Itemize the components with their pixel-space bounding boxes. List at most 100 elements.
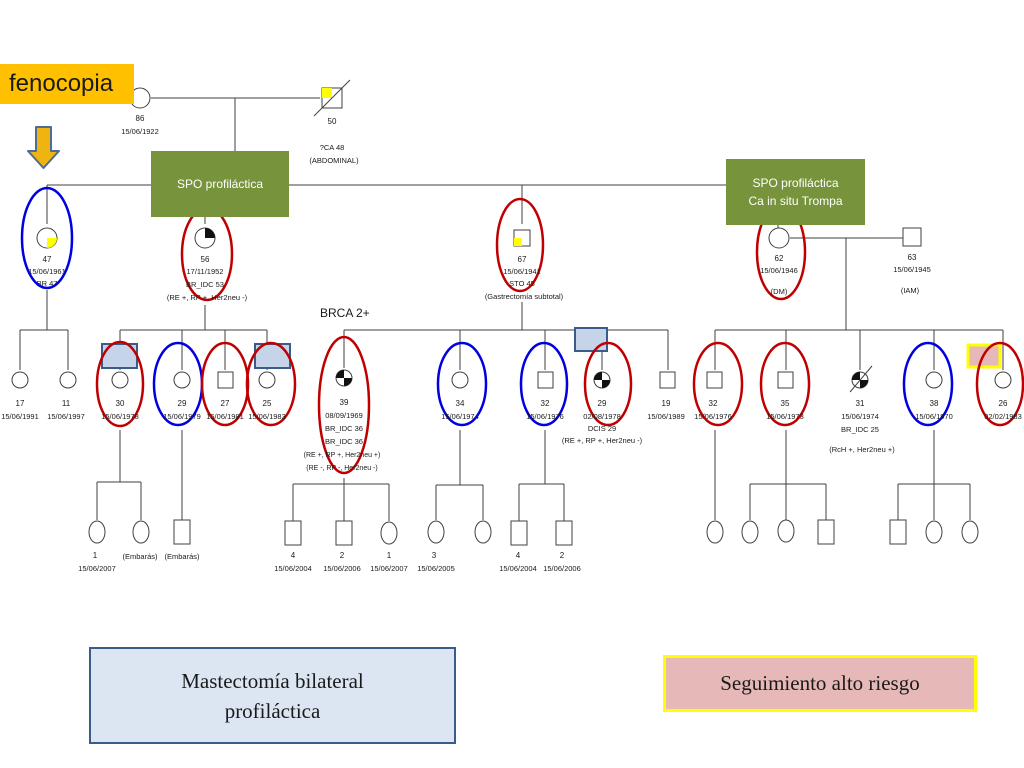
person-label: 02/08/1978 xyxy=(583,412,621,421)
person-label: 15/06/1976 xyxy=(694,412,732,421)
person-label: 62 xyxy=(775,254,784,263)
female-affected-deceased-symbol xyxy=(849,365,873,393)
male-symbol xyxy=(555,520,573,546)
person-label: 17/11/1952 xyxy=(187,267,224,276)
low-risk-marker xyxy=(902,341,954,427)
high-risk-marker xyxy=(692,341,744,427)
female-symbol xyxy=(994,371,1012,389)
person-label: DCIS 29 xyxy=(588,424,616,433)
person-label: BR_IDC 36 xyxy=(325,437,363,446)
person-label: 15/06/1976 xyxy=(526,412,564,421)
female-symbol xyxy=(36,227,58,249)
person-label: 15/06/1981 xyxy=(206,412,244,421)
female-symbol xyxy=(111,371,129,389)
female-symbol xyxy=(88,520,106,544)
male-symbol xyxy=(284,520,302,546)
person-label: 15/06/1961 xyxy=(28,267,66,276)
person-label: 15/06/1989 xyxy=(647,412,685,421)
person-label: 15/06/1946 xyxy=(760,266,798,275)
female-symbol xyxy=(961,520,979,544)
person-label: 1 xyxy=(93,551,98,560)
person-label: (RE +, RP +, Her2neu -) xyxy=(167,293,248,302)
person-label: 15/06/1974 xyxy=(841,412,879,421)
legend-follow-up-text: Seguimiento alto riesgo xyxy=(720,671,920,695)
person-label: 15/06/2007 xyxy=(370,564,408,573)
male-symbol xyxy=(173,519,191,545)
person-label: 30 xyxy=(116,399,125,408)
person-label: 15/06/1922 xyxy=(121,127,159,136)
female-symbol xyxy=(132,520,150,544)
female-affected-symbol xyxy=(593,371,611,389)
person-label: 15/06/2006 xyxy=(323,564,361,573)
legend-mastectomy-line: Mastectomía bilateral xyxy=(181,668,364,693)
person-label: BR 47 xyxy=(37,279,58,288)
female-symbol xyxy=(474,520,492,544)
legend-mastectomy: Mastectomía bilateral profiláctica xyxy=(89,647,456,744)
male-symbol xyxy=(335,520,353,546)
person-label: 15/06/1978 xyxy=(101,412,139,421)
female-symbol xyxy=(706,520,724,544)
male-symbol xyxy=(217,371,234,389)
person-label: 15/06/1970 xyxy=(915,412,953,421)
person-label: 4 xyxy=(516,551,521,560)
person-label: 11 xyxy=(62,399,71,408)
person-label: BR_IDC 53 xyxy=(186,280,224,289)
spo-box-text: Ca in situ Trompa xyxy=(748,194,843,208)
person-label: (Gastrectomía subtotal) xyxy=(485,292,564,301)
female-symbol xyxy=(925,371,943,389)
legend-follow-up: Seguimiento alto riesgo xyxy=(663,655,977,712)
spo-box-right: SPO profiláctica Ca in situ Trompa xyxy=(726,159,865,225)
person-label: (RE +, RP +, Her2neu -) xyxy=(562,436,643,445)
male-symbol xyxy=(889,519,907,545)
person-label: 4 xyxy=(291,551,296,560)
person-label: 47 xyxy=(43,255,52,264)
person-label: 02/02/1983 xyxy=(984,412,1022,421)
high-risk-marker xyxy=(495,197,545,293)
person-label: 32 xyxy=(709,399,718,408)
person-label: (RE -, RP -, Her2neu -) xyxy=(306,465,377,472)
female-affected-symbol xyxy=(335,369,353,387)
person-label: STO 45 xyxy=(509,279,535,288)
spo-box-left: SPO profiláctica xyxy=(151,151,289,217)
low-risk-marker xyxy=(20,186,74,290)
person-label: (DM) xyxy=(771,287,788,296)
male-affected-symbol xyxy=(513,229,531,247)
person-label: 1 xyxy=(387,551,392,560)
person-label: 25 xyxy=(263,399,272,408)
person-label: 35 xyxy=(781,399,790,408)
high-risk-marker xyxy=(95,340,145,428)
person-label: 15/06/2005 xyxy=(417,564,455,573)
person-label: 15/06/1997 xyxy=(47,412,85,421)
person-label: 2 xyxy=(340,551,345,560)
person-label: 2 xyxy=(560,551,565,560)
male-symbol xyxy=(817,519,835,545)
male-symbol xyxy=(777,371,794,389)
person-label: 15/06/1991 xyxy=(1,412,39,421)
person-label: 34 xyxy=(456,399,465,408)
person-label: 15/06/1945 xyxy=(893,265,931,274)
brca-label: BRCA 2+ xyxy=(320,306,370,320)
female-symbol xyxy=(173,371,191,389)
female-affected-symbol xyxy=(194,227,216,249)
person-label: 27 xyxy=(221,399,230,408)
person-label: ?CA 48 xyxy=(320,143,345,152)
mastectomy-marker xyxy=(574,327,608,352)
spo-box-text: SPO profiláctica xyxy=(752,176,839,190)
person-label: 15/06/2007 xyxy=(78,564,116,573)
person-label: (RcH +, Her2neu +) xyxy=(829,445,895,454)
person-label: 17 xyxy=(16,399,25,408)
person-label: 29 xyxy=(598,399,607,408)
person-label: 15/06/1983 xyxy=(248,412,286,421)
male-symbol xyxy=(902,227,922,247)
person-label: 3 xyxy=(432,551,437,560)
female-symbol xyxy=(11,371,29,389)
person-label: BR_IDC 36 xyxy=(325,424,363,433)
person-label: 67 xyxy=(518,255,527,264)
person-label: 15/06/1974 xyxy=(441,412,479,421)
female-symbol xyxy=(768,227,790,249)
person-label: 15/06/2006 xyxy=(543,564,581,573)
high-risk-marker xyxy=(759,341,811,427)
low-risk-marker xyxy=(436,341,488,427)
female-symbol xyxy=(59,371,77,389)
